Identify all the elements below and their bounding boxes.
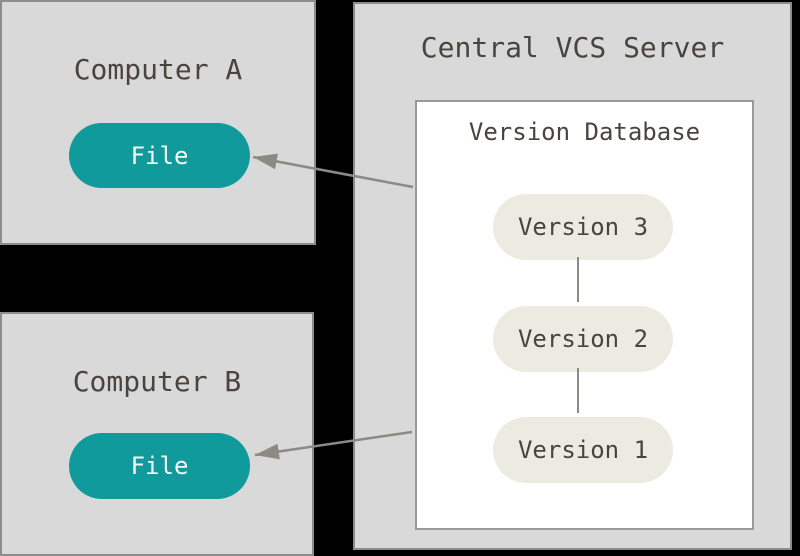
computer-b-file-label: File xyxy=(130,452,189,480)
version-database-box: Version Database Version 3 Version 2 Ver… xyxy=(415,100,754,530)
version-3-label: Version 3 xyxy=(517,213,649,241)
computer-a-file-node: File xyxy=(69,123,250,188)
central-vcs-server-box: Central VCS Server Version Database Vers… xyxy=(353,2,792,550)
computer-a-box: Computer A File xyxy=(0,0,316,245)
version-database-title: Version Database xyxy=(468,118,701,146)
version-1-label: Version 1 xyxy=(517,436,649,464)
computer-b-file-node: File xyxy=(69,433,250,499)
computer-b-box: Computer B File xyxy=(0,312,314,556)
computer-b-title: Computer B xyxy=(72,365,242,398)
version-2-node: Version 2 xyxy=(493,306,673,372)
version-2-label: Version 2 xyxy=(517,325,649,353)
computer-a-file-label: File xyxy=(130,141,189,170)
version-3-node: Version 3 xyxy=(493,194,673,260)
central-vcs-server-title: Central VCS Server xyxy=(420,31,725,64)
version-1-node: Version 1 xyxy=(493,417,673,483)
computer-a-title: Computer A xyxy=(73,53,243,86)
